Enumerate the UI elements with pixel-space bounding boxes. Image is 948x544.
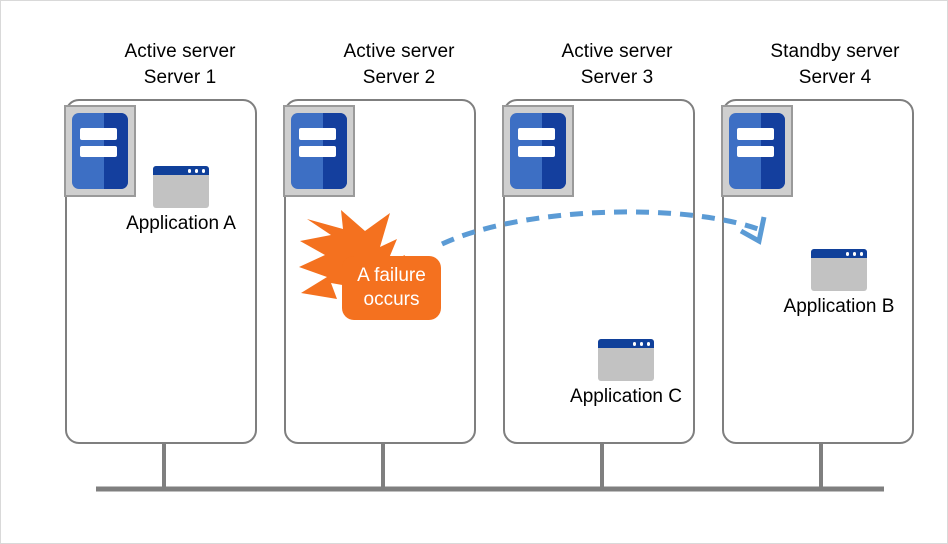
app-window-icon [153,166,209,208]
server-icon [502,105,574,197]
app-window-titlebar [598,339,654,348]
server-drive-slot [298,145,336,158]
server-drive-slot [517,128,555,140]
application-label: Application A [126,213,236,234]
server-drive-slot [517,145,555,158]
server-chassis [72,113,128,189]
failure-text-line-1: A failure [357,265,426,286]
application-a[interactable]: Application A [116,166,246,235]
server-role-label: Active server [124,41,236,62]
app-window-dot [639,342,643,346]
server-role-label: Active server [343,41,455,62]
server-icon [64,105,136,197]
server-drive-slot [79,128,117,140]
app-window-dot [194,169,198,173]
app-window-dot [845,252,849,256]
server-box-server-1[interactable] [65,99,257,444]
server-chassis [510,113,566,189]
server-role-label: Active server [561,41,673,62]
application-b[interactable]: Application B [774,249,904,318]
app-window-dot [646,342,650,346]
network-bus [96,444,884,492]
server-drive-slot [736,145,774,158]
app-window-icon [811,249,867,291]
application-label: Application C [570,386,682,407]
app-window-titlebar [153,166,209,175]
server-name-label: Server 2 [362,67,436,88]
server-drive-slot [79,145,117,158]
server-drive-slot [736,128,774,140]
app-window-dot [187,169,191,173]
failure-callout[interactable]: A failure occurs [342,256,441,320]
server-name-label: Server 4 [798,67,872,88]
column-header-server-1: Active server Server 1 [85,39,275,91]
app-window-dot [859,252,863,256]
server-role-label: Standby server [770,41,900,62]
server-name-label: Server 1 [143,67,217,88]
failure-text-line-2: occurs [363,289,420,310]
server-icon [721,105,793,197]
app-window-dot [852,252,856,256]
app-window-dot [201,169,205,173]
application-label: Application B [783,296,895,317]
server-drive-slot [298,128,336,140]
server-chassis [729,113,785,189]
column-header-server-2: Active server Server 2 [304,39,494,91]
app-window-titlebar [811,249,867,258]
app-window-icon [598,339,654,381]
column-header-server-4: Standby server Server 4 [740,39,930,91]
application-c[interactable]: Application C [561,339,691,408]
column-header-server-3: Active server Server 3 [522,39,712,91]
server-name-label: Server 3 [580,67,654,88]
app-window-dot [632,342,636,346]
server-icon [283,105,355,197]
server-chassis [291,113,347,189]
